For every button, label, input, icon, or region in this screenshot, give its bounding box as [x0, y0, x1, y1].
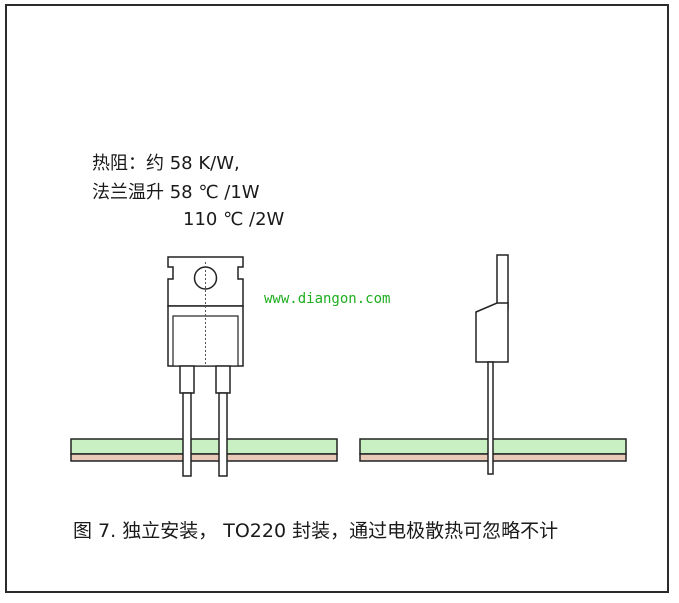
package-body-inner: [172, 315, 239, 367]
lead-left: [182, 392, 192, 477]
side-lead: [487, 361, 494, 475]
watermark: www.diangon.com: [264, 291, 391, 307]
lead-right-shoulder: [215, 365, 231, 394]
side-body: [475, 302, 509, 363]
lead-left-shoulder: [179, 365, 195, 394]
flange-temp-rise-2w-label: 110 ℃ /2W: [183, 209, 285, 230]
pcb-left-bottom-layer: [70, 453, 338, 462]
flange-temp-rise-1w-label: 法兰温升 58 ℃ /1W: [92, 182, 260, 203]
lead-right: [218, 392, 228, 477]
pcb-left: [70, 438, 338, 462]
to220-side-view: [475, 254, 509, 475]
thermal-resistance-label: 热阻：约 58 K/W,: [92, 153, 240, 174]
to220-front-view: [167, 256, 244, 477]
figure-frame: [5, 4, 669, 593]
pcb-left-top-layer: [70, 438, 338, 455]
figure-caption: 图 7. 独立安装， TO220 封装，通过电极散热可忽略不计: [73, 520, 559, 542]
side-tab: [496, 254, 509, 310]
